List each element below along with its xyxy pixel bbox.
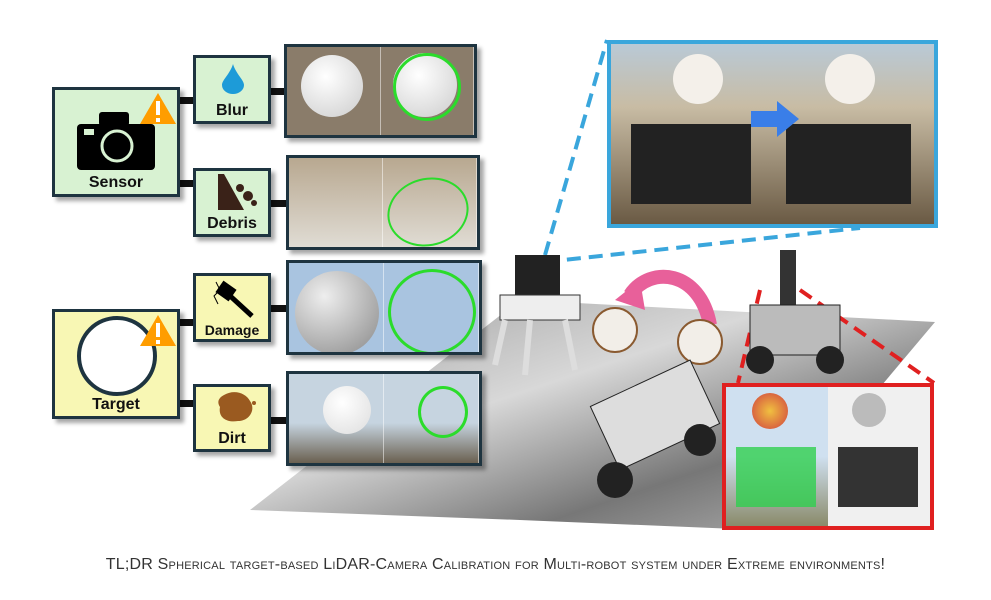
connector xyxy=(180,97,194,104)
water-drop-icon xyxy=(222,64,244,94)
condition-label: Dirt xyxy=(218,430,246,447)
robot-image xyxy=(786,124,911,204)
condition-label: Debris xyxy=(207,215,257,232)
zoom-line-blue xyxy=(543,39,609,256)
connector xyxy=(270,305,286,312)
target-sphere xyxy=(673,54,723,104)
connector xyxy=(180,180,194,187)
zoom-line-red xyxy=(736,289,762,384)
figure-caption: TL;DR Spherical target-based LiDAR-Camer… xyxy=(105,556,886,573)
camera-icon xyxy=(77,112,155,170)
condition-blur: Blur xyxy=(193,55,271,124)
condition-label: Damage xyxy=(204,322,260,338)
condition-label: Blur xyxy=(216,102,248,119)
hammer-icon xyxy=(213,280,254,318)
warning-icon xyxy=(140,315,176,346)
circle-target-icon xyxy=(77,316,157,396)
condition-dirt: Dirt xyxy=(193,384,271,452)
calibration-zoom-panel xyxy=(607,40,938,228)
detection-circle xyxy=(418,386,468,438)
condition-damage: Damage xyxy=(193,273,271,342)
connector xyxy=(180,400,194,407)
lidar-pointcloud xyxy=(828,387,930,526)
target-sphere xyxy=(825,54,875,104)
warning-icon xyxy=(140,93,176,124)
quadruped-robot xyxy=(492,255,581,376)
lidar-colored-pointcloud xyxy=(726,387,828,526)
blur-example-image xyxy=(284,44,477,138)
target-label: Target xyxy=(92,396,140,413)
lidar-zoom-panel xyxy=(722,383,934,530)
connector xyxy=(270,417,286,424)
dirt-example-image xyxy=(286,371,482,466)
connector xyxy=(180,319,194,326)
sensor-category: Sensor xyxy=(52,87,180,197)
connector xyxy=(270,88,286,95)
detection-circle xyxy=(392,53,461,121)
target-sphere xyxy=(592,307,638,353)
sensor-label: Sensor xyxy=(88,174,144,191)
detection-circle xyxy=(379,168,477,247)
dirt-stain-icon xyxy=(218,392,256,422)
swap-arrow-head xyxy=(615,280,645,310)
target-sphere xyxy=(677,319,723,365)
wheeled-robot xyxy=(746,250,844,374)
robot-image xyxy=(631,124,751,204)
zoom-line-blue xyxy=(544,226,861,264)
connector xyxy=(270,200,286,207)
wheeled-robot xyxy=(589,359,721,498)
right-arrow-icon xyxy=(751,101,799,137)
falling-rocks-icon xyxy=(218,174,257,210)
target-category: Target xyxy=(52,309,180,419)
detection-circle xyxy=(388,269,476,352)
condition-debris: Debris xyxy=(193,168,271,237)
damage-example-image xyxy=(286,260,482,355)
debris-example-image xyxy=(286,155,480,250)
